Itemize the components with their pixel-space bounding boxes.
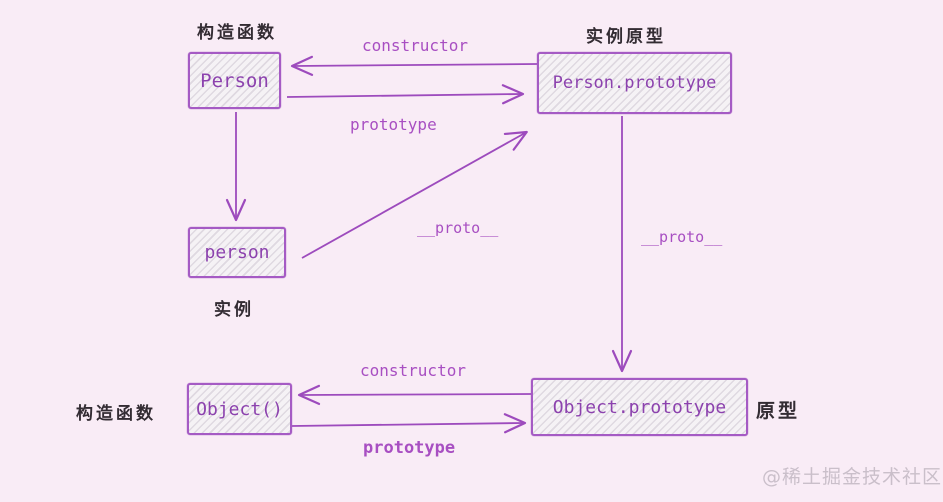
watermark: @稀土掘金技术社区 <box>762 466 943 488</box>
annotation-instance-prototype: 实例原型 <box>586 27 666 47</box>
node-object-constructor: Object() <box>187 383 292 435</box>
node-person-constructor: Person <box>188 52 281 109</box>
annotation-constructor-function-top: 构造函数 <box>197 23 277 43</box>
edge-label-proto-vertical: __proto__ <box>641 228 723 246</box>
node-object-constructor-label: Object() <box>196 398 283 420</box>
node-person-prototype: Person.prototype <box>537 52 732 114</box>
node-person-prototype-label: Person.prototype <box>552 73 717 93</box>
arrow-constructor-bottom <box>297 384 532 406</box>
edge-label-proto-diagonal: __proto__ <box>417 219 499 237</box>
node-object-prototype-label: Object.prototype <box>552 396 727 418</box>
annotation-prototype: 原型 <box>756 400 801 422</box>
annotation-constructor-function-bottom: 构造函数 <box>76 404 156 424</box>
edge-label-prototype-top: prototype <box>350 115 437 134</box>
arrow-prototype-bottom <box>291 413 527 434</box>
edge-label-constructor-top: constructor <box>362 36 468 55</box>
node-person-instance-label: person <box>204 242 270 263</box>
arrow-prototype-top <box>286 84 525 105</box>
annotation-instance: 实例 <box>214 300 254 320</box>
arrow-constructor-top <box>290 55 538 76</box>
edge-label-constructor-bottom: constructor <box>360 361 466 380</box>
node-person-instance: person <box>188 227 286 278</box>
edge-label-prototype-bottom: prototype <box>363 438 456 458</box>
arrow-proto-diagonal <box>301 130 528 259</box>
node-person-constructor-label: Person <box>200 69 269 92</box>
node-object-prototype: Object.prototype <box>531 378 748 436</box>
